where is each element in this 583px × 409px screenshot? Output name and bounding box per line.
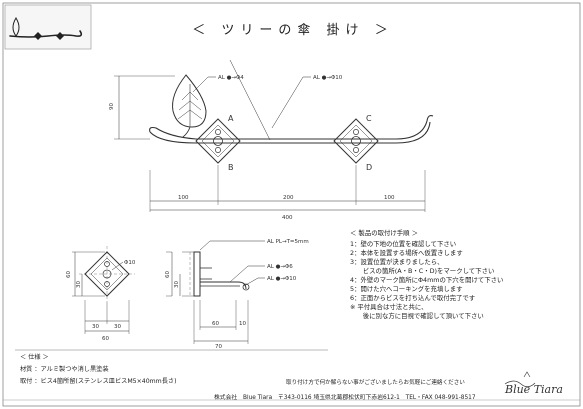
spec-mounting: 取付 ：ビス4箇所留(ステンレス皿ビスM5×40mm長さ)	[20, 378, 177, 385]
dim-100-right: 100	[384, 195, 395, 201]
dim-front-30b: 30	[114, 324, 121, 330]
dim-100-left: 100	[178, 195, 189, 201]
step-note: ※ 平付具合は寸法と共に、	[350, 303, 428, 311]
dim-front-h60: 60	[66, 271, 72, 278]
dim-side-h60: 60	[165, 271, 171, 278]
company-logo: Blue Tiara	[505, 383, 563, 396]
dim-200: 200	[283, 195, 294, 201]
diamond-plate-right	[333, 118, 379, 164]
label-point-c: C	[366, 114, 372, 123]
company-info: 株式会社 Blue Tiara 〒343-0116 埼玉県北葛郡松伏町下赤岩61…	[214, 395, 476, 401]
callout-al-10-side: AL ●→Φ10	[267, 276, 297, 282]
step-note-cont: 後に別な方に目視で確認して頂いて下さい	[350, 312, 484, 320]
contact-notice: 取り付け方で何か解らない事がございましたらお気軽にご連絡ください	[286, 380, 465, 386]
step-2: 2：本体を設置する場所へ仮置きします	[350, 249, 463, 257]
step-3-cont: ビスの箇所(A・B・C・D)をマークして下さい	[350, 267, 495, 275]
hook-rod	[149, 120, 428, 140]
plate-front-detail	[72, 246, 135, 334]
dim-front-60: 60	[102, 336, 109, 342]
dim-side-10: 10	[239, 321, 246, 327]
dim-side-60: 60	[212, 321, 219, 327]
spec-material: 材質 ：アルミ製つや消し黒塗装	[20, 366, 109, 373]
label-point-b: B	[228, 163, 234, 172]
diamond-plate-left	[195, 118, 241, 164]
product-thumbnail	[4, 4, 92, 50]
dim-400: 400	[282, 215, 293, 221]
dim-side-70: 70	[215, 344, 222, 350]
leaf-ornament	[172, 74, 207, 128]
steps-heading: ＜ 製品の取付け手順 ＞	[350, 229, 418, 237]
label-point-d: D	[366, 163, 372, 172]
callout-front-10: Φ10	[124, 260, 136, 266]
hook-rod-side	[200, 281, 247, 290]
dim-side-h30: 30	[174, 281, 180, 288]
callout-al-4: AL ●→Φ4	[218, 75, 244, 81]
step-1: 1：壁の下地の位置を確認して下さい	[350, 240, 457, 248]
front-elevation	[114, 59, 434, 212]
callout-al-6: AL ●→Φ6	[267, 264, 293, 270]
dim-front-h30: 30	[76, 281, 82, 288]
installation-steps: ＜ 製品の取付け手順 ＞ 1：壁の下地の位置を確認して下さい 2：本体を設置する…	[350, 229, 578, 321]
page-title: ＜ ツリーの傘 掛け ＞	[192, 23, 394, 38]
callout-al-10: AL ●→Φ10	[313, 75, 343, 81]
spec-heading: ＜ 仕様 ＞	[20, 354, 49, 361]
step-5: 5：開けた穴へコーキングを充填します	[350, 285, 463, 293]
plate-side-detail	[166, 240, 265, 344]
label-point-a: A	[228, 114, 234, 123]
step-6: 6：正面からビスを打ち込んで取付完了です	[350, 294, 476, 302]
step-3: 3：設置位置が決まりましたら、	[350, 258, 444, 266]
dim-height-90: 90	[109, 103, 115, 110]
dim-front-30a: 30	[92, 324, 99, 330]
callout-al-pl: AL PL→T=5mm	[267, 239, 309, 245]
step-4: 4：外壁のマーク箇所にΦ4mmの下穴を開けて下さい	[350, 276, 504, 284]
